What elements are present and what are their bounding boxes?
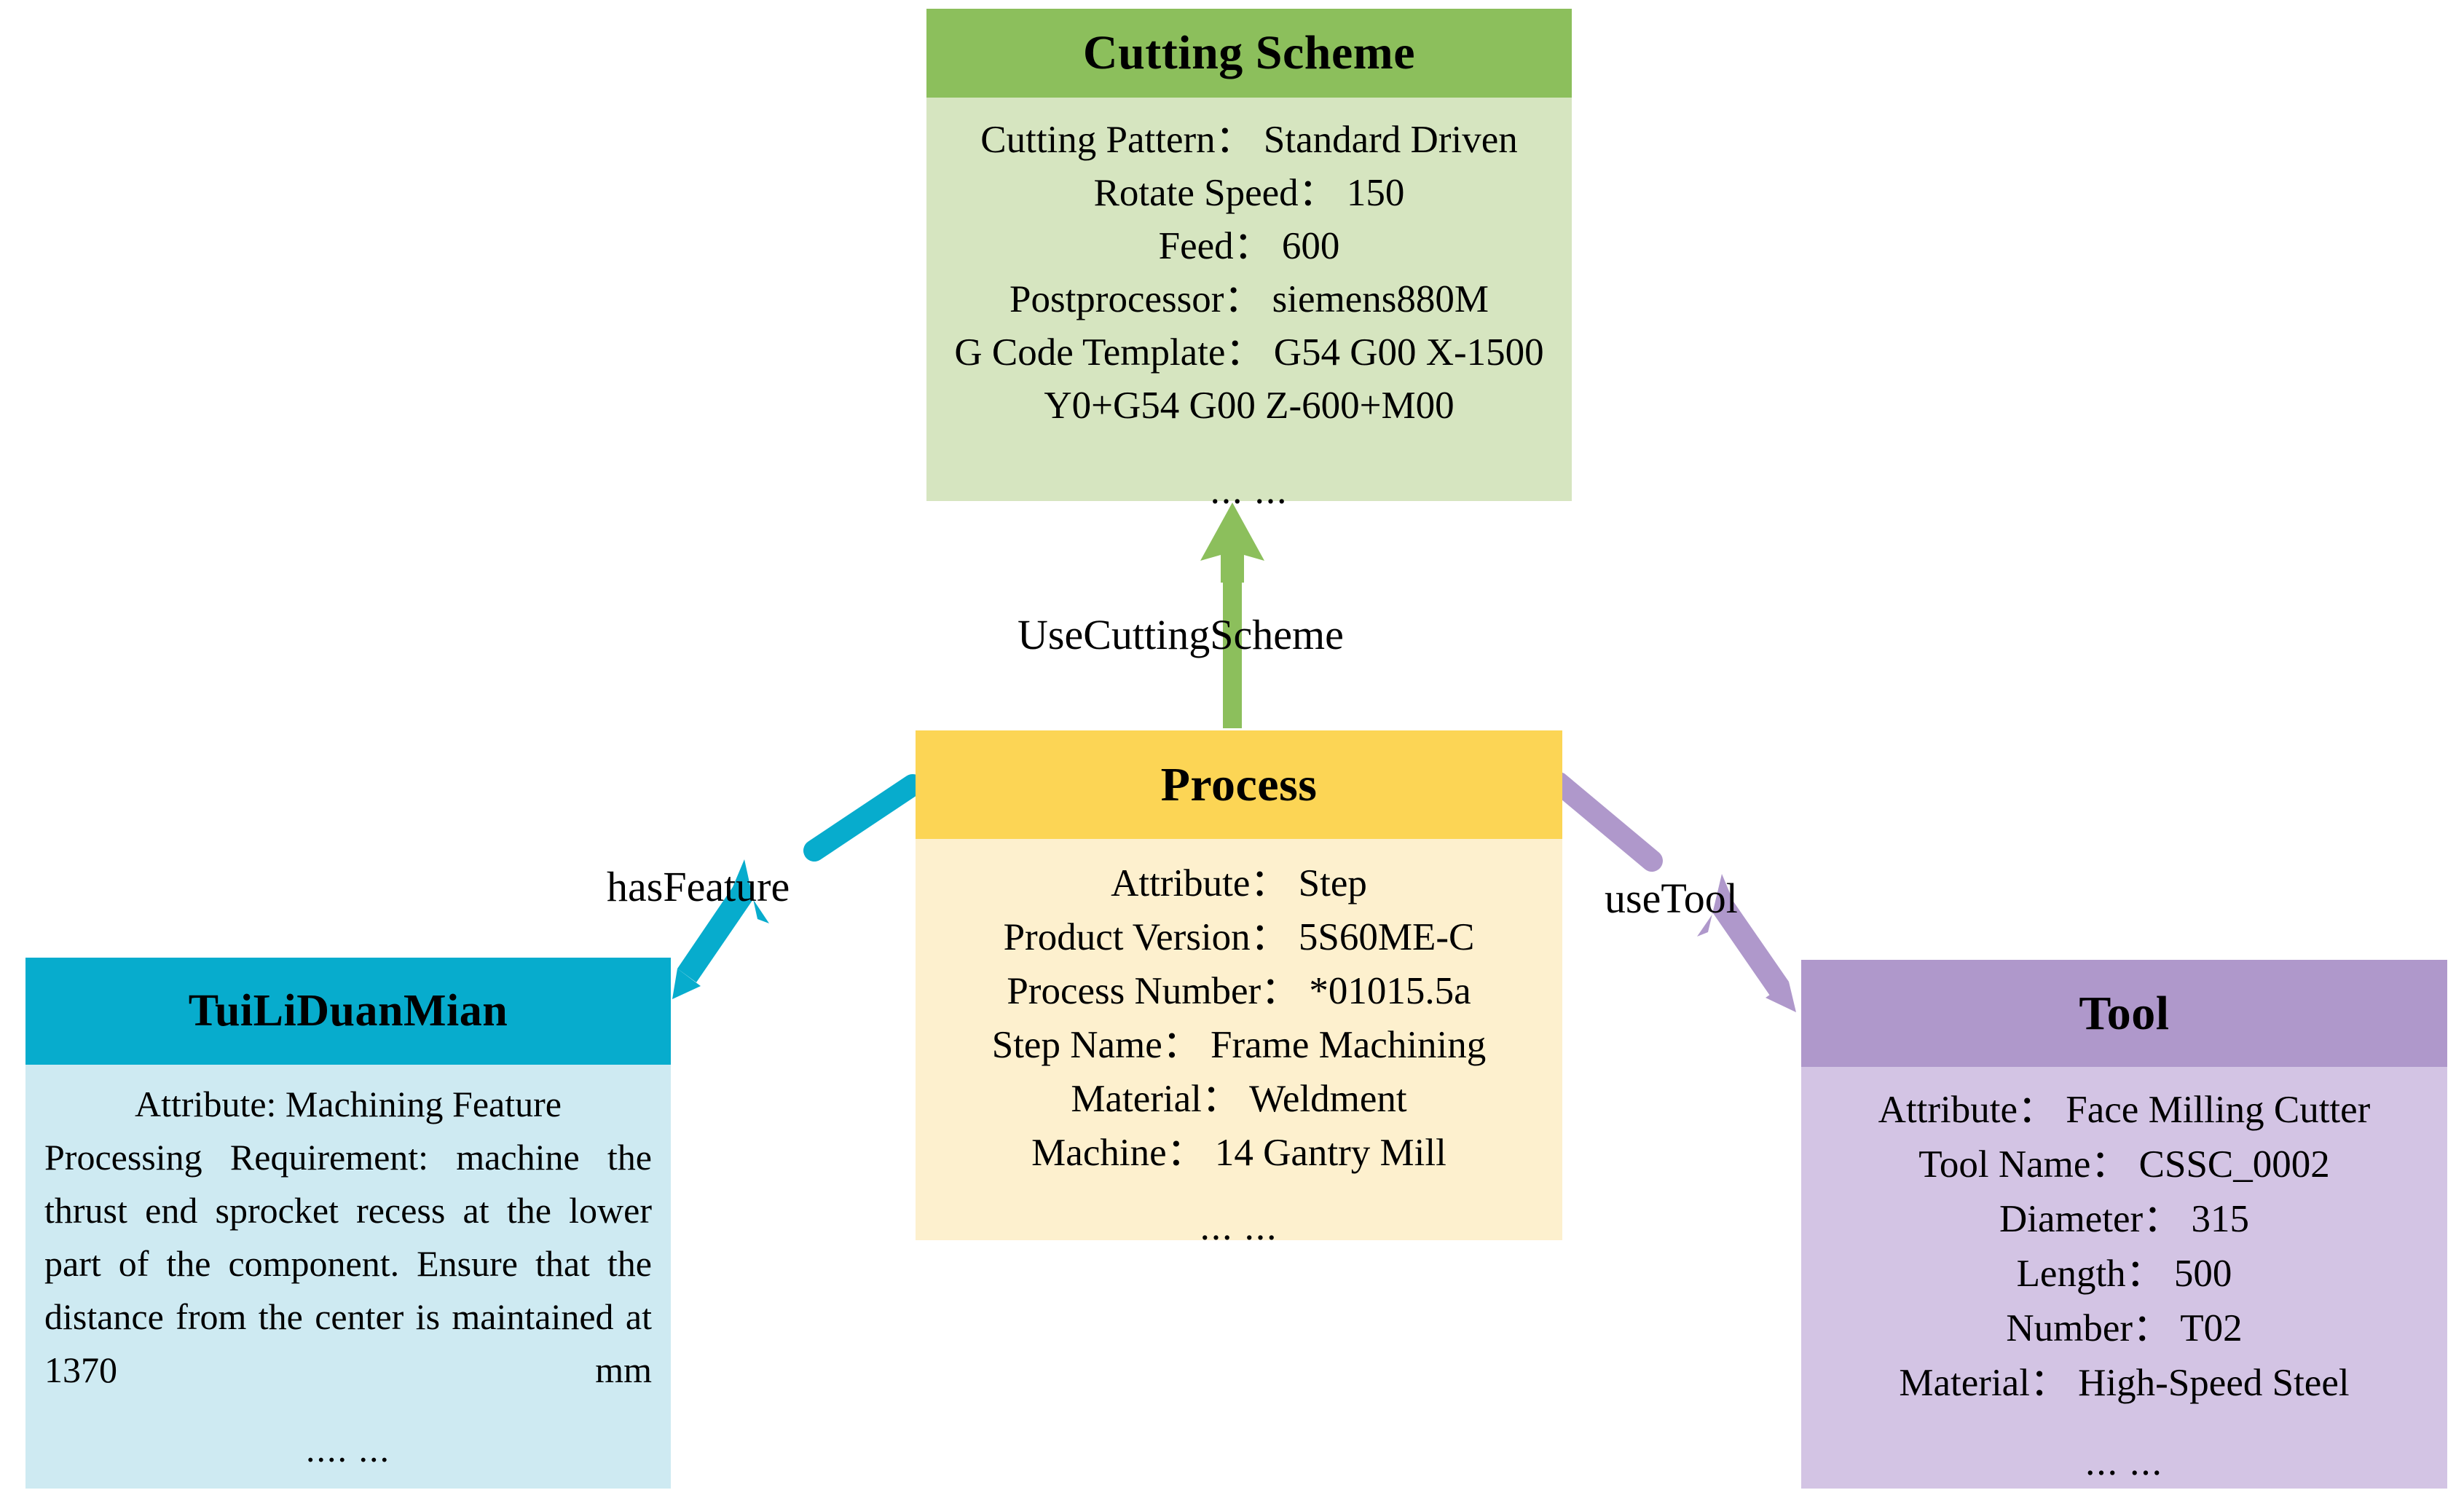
process-attr-step-name: Step Name： Frame Machining [991,1024,1487,1066]
process-attr-product-version: Product Version： 5S60ME-C [1003,916,1475,958]
process-attr-machine: Machine： 14 Gantry Mill [1031,1132,1446,1174]
cutting-scheme-attr-cutting-pattern: Cutting Pattern： Standard Driven [980,119,1518,161]
node-process-body: Attribute： Step Product Version： 5S60ME-… [916,839,1562,1248]
feature-ellipsis: .... ... [306,1429,390,1470]
cutting-scheme-attr-feed: Feed： 600 [1158,225,1340,267]
node-tool-body: Attribute： Face Milling Cutter Tool Name… [1801,1067,2447,1489]
process-attr-attribute: Attribute： Step [1111,862,1367,904]
process-attr-material: Material： Weldment [1071,1078,1407,1120]
tool-attr-attribute: Attribute： Face Milling Cutter [1878,1089,2371,1131]
node-tuiliduanmian[interactable]: TuiLiDuanMian Attribute: Machining Featu… [25,958,671,1489]
tool-attr-diameter: Diameter： 315 [1999,1198,2249,1240]
node-tool[interactable]: Tool Attribute： Face Milling Cutter Tool… [1801,960,2447,1489]
cutting-scheme-attr-postprocessor: Postprocessor： siemens880M [1009,278,1489,320]
node-process[interactable]: Process Attribute： Step Product Version：… [916,730,1562,1248]
edge-label-has-feature: hasFeature [607,863,790,910]
feature-attr-attribute: Attribute: Machining Feature [135,1084,562,1124]
cutting-scheme-attr-gcode-template: G Code Template： G54 G00 X-1500 Y0+G54 G… [954,331,1544,427]
edge-label-use-tool: useTool [1605,875,1738,922]
tool-attr-tool-name: Tool Name： CSSC_0002 [1918,1143,2330,1186]
tool-attr-length: Length： 500 [2016,1253,2232,1295]
node-cutting-scheme[interactable]: Cutting Scheme Cutting Pattern： Standard… [926,9,1572,512]
tool-attr-number: Number： T02 [2006,1307,2243,1349]
node-tool-title: Tool [1801,960,2447,1067]
node-cutting-scheme-body: Cutting Pattern： Standard Driven Rotate … [926,98,1572,512]
node-process-title: Process [916,730,1562,839]
feature-attr-processing-requirement: Processing Requirement: machine the thru… [44,1137,652,1390]
node-tuiliduanmian-body: Attribute: Machining Feature Processing … [25,1065,671,1489]
process-ellipsis: ... ... [1200,1206,1278,1248]
node-tuiliduanmian-title: TuiLiDuanMian [25,958,671,1065]
process-attr-process-number: Process Number： *01015.5a [1007,970,1471,1012]
node-cutting-scheme-title: Cutting Scheme [926,9,1572,98]
tool-attr-material: Material： High-Speed Steel [1899,1362,2350,1404]
cutting-scheme-attr-rotate-speed: Rotate Speed： 150 [1093,172,1405,214]
cutting-scheme-ellipsis: ... ... [1210,470,1288,512]
edge-label-use-cutting-scheme: UseCuttingScheme [1018,611,1344,658]
tool-ellipsis: ... ... [2085,1441,2163,1483]
